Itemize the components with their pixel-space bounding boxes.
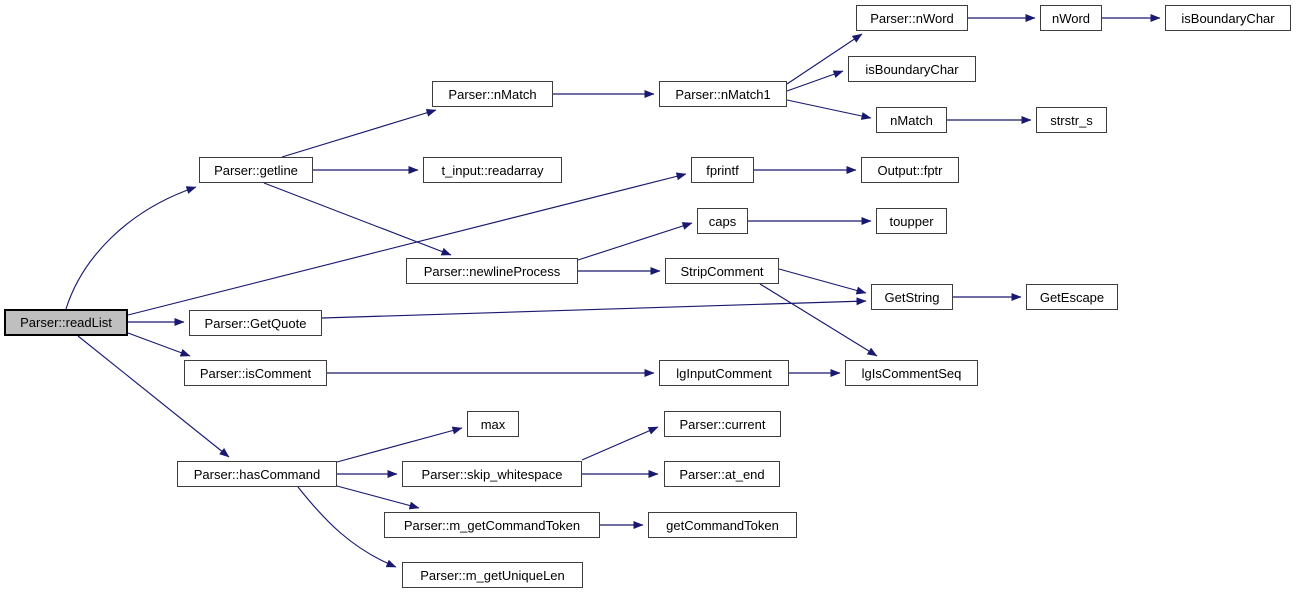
edge-readList-fprintf [127,172,687,316]
edge-hasCommand-max [336,426,463,463]
edge-nMatch1-nMatchG [786,99,872,120]
node-at_end[interactable]: Parser::at_end [664,461,780,487]
node-readList[interactable]: Parser::readList [4,309,128,336]
edge-readList-isComment [127,332,191,357]
node-isBoundaryChar2[interactable]: isBoundaryChar [848,56,976,82]
node-getCommandToken[interactable]: getCommandToken [648,512,797,538]
node-readarray[interactable]: t_input::readarray [423,157,562,183]
edge-skip_whitespace-current [581,426,659,461]
node-OutputFptr[interactable]: Output::fptr [861,157,959,183]
node-hasCommand[interactable]: Parser::hasCommand [177,461,337,487]
node-current[interactable]: Parser::current [664,411,781,437]
node-nMatchP[interactable]: Parser::nMatch [432,81,553,107]
edge-StripComment-lgIsCommentSeq [759,283,878,357]
edge-hasCommand-m_getCommandToken [336,485,420,510]
node-GetEscape[interactable]: GetEscape [1026,284,1118,310]
edge-readList-hasCommand [77,335,230,458]
edge-newlineProcess-caps [577,222,693,261]
node-strstr_s[interactable]: strstr_s [1036,107,1107,133]
node-isBoundaryChar3[interactable]: isBoundaryChar [1165,5,1291,31]
node-nMatchG[interactable]: nMatch [876,107,947,133]
edge-hasCommand-m_getUniqueLen [297,486,397,568]
edge-getline-nMatchP [281,108,437,158]
node-lgInputComment[interactable]: lgInputComment [659,360,789,386]
node-getline[interactable]: Parser::getline [199,157,313,183]
edge-GetQuote-GetString [321,297,867,319]
node-nMatch1[interactable]: Parser::nMatch1 [659,81,787,107]
node-toupper[interactable]: toupper [876,208,947,234]
edge-StripComment-GetString [778,268,867,295]
edge-nMatch1-nWordP [786,33,863,85]
node-nWordP[interactable]: Parser::nWord [856,5,968,31]
node-m_getUniqueLen[interactable]: Parser::m_getUniqueLen [402,562,583,588]
node-GetQuote[interactable]: Parser::GetQuote [189,310,322,336]
node-m_getCommandToken[interactable]: Parser::m_getCommandToken [384,512,600,538]
node-newlineProcess[interactable]: Parser::newlineProcess [406,258,578,284]
edge-getline-newlineProcess [263,182,452,256]
node-skip_whitespace[interactable]: Parser::skip_whitespace [402,461,582,487]
node-caps[interactable]: caps [697,208,748,234]
node-GetString[interactable]: GetString [871,284,953,310]
edge-nMatch1-isBoundaryChar2 [786,70,844,92]
node-max[interactable]: max [467,411,519,437]
node-lgIsCommentSeq[interactable]: lgIsCommentSeq [845,360,978,386]
node-fprintf[interactable]: fprintf [691,157,754,183]
edge-readList-getline [65,186,197,310]
node-nWordG[interactable]: nWord [1040,5,1102,31]
node-isComment[interactable]: Parser::isComment [184,360,327,386]
node-StripComment[interactable]: StripComment [665,258,779,284]
